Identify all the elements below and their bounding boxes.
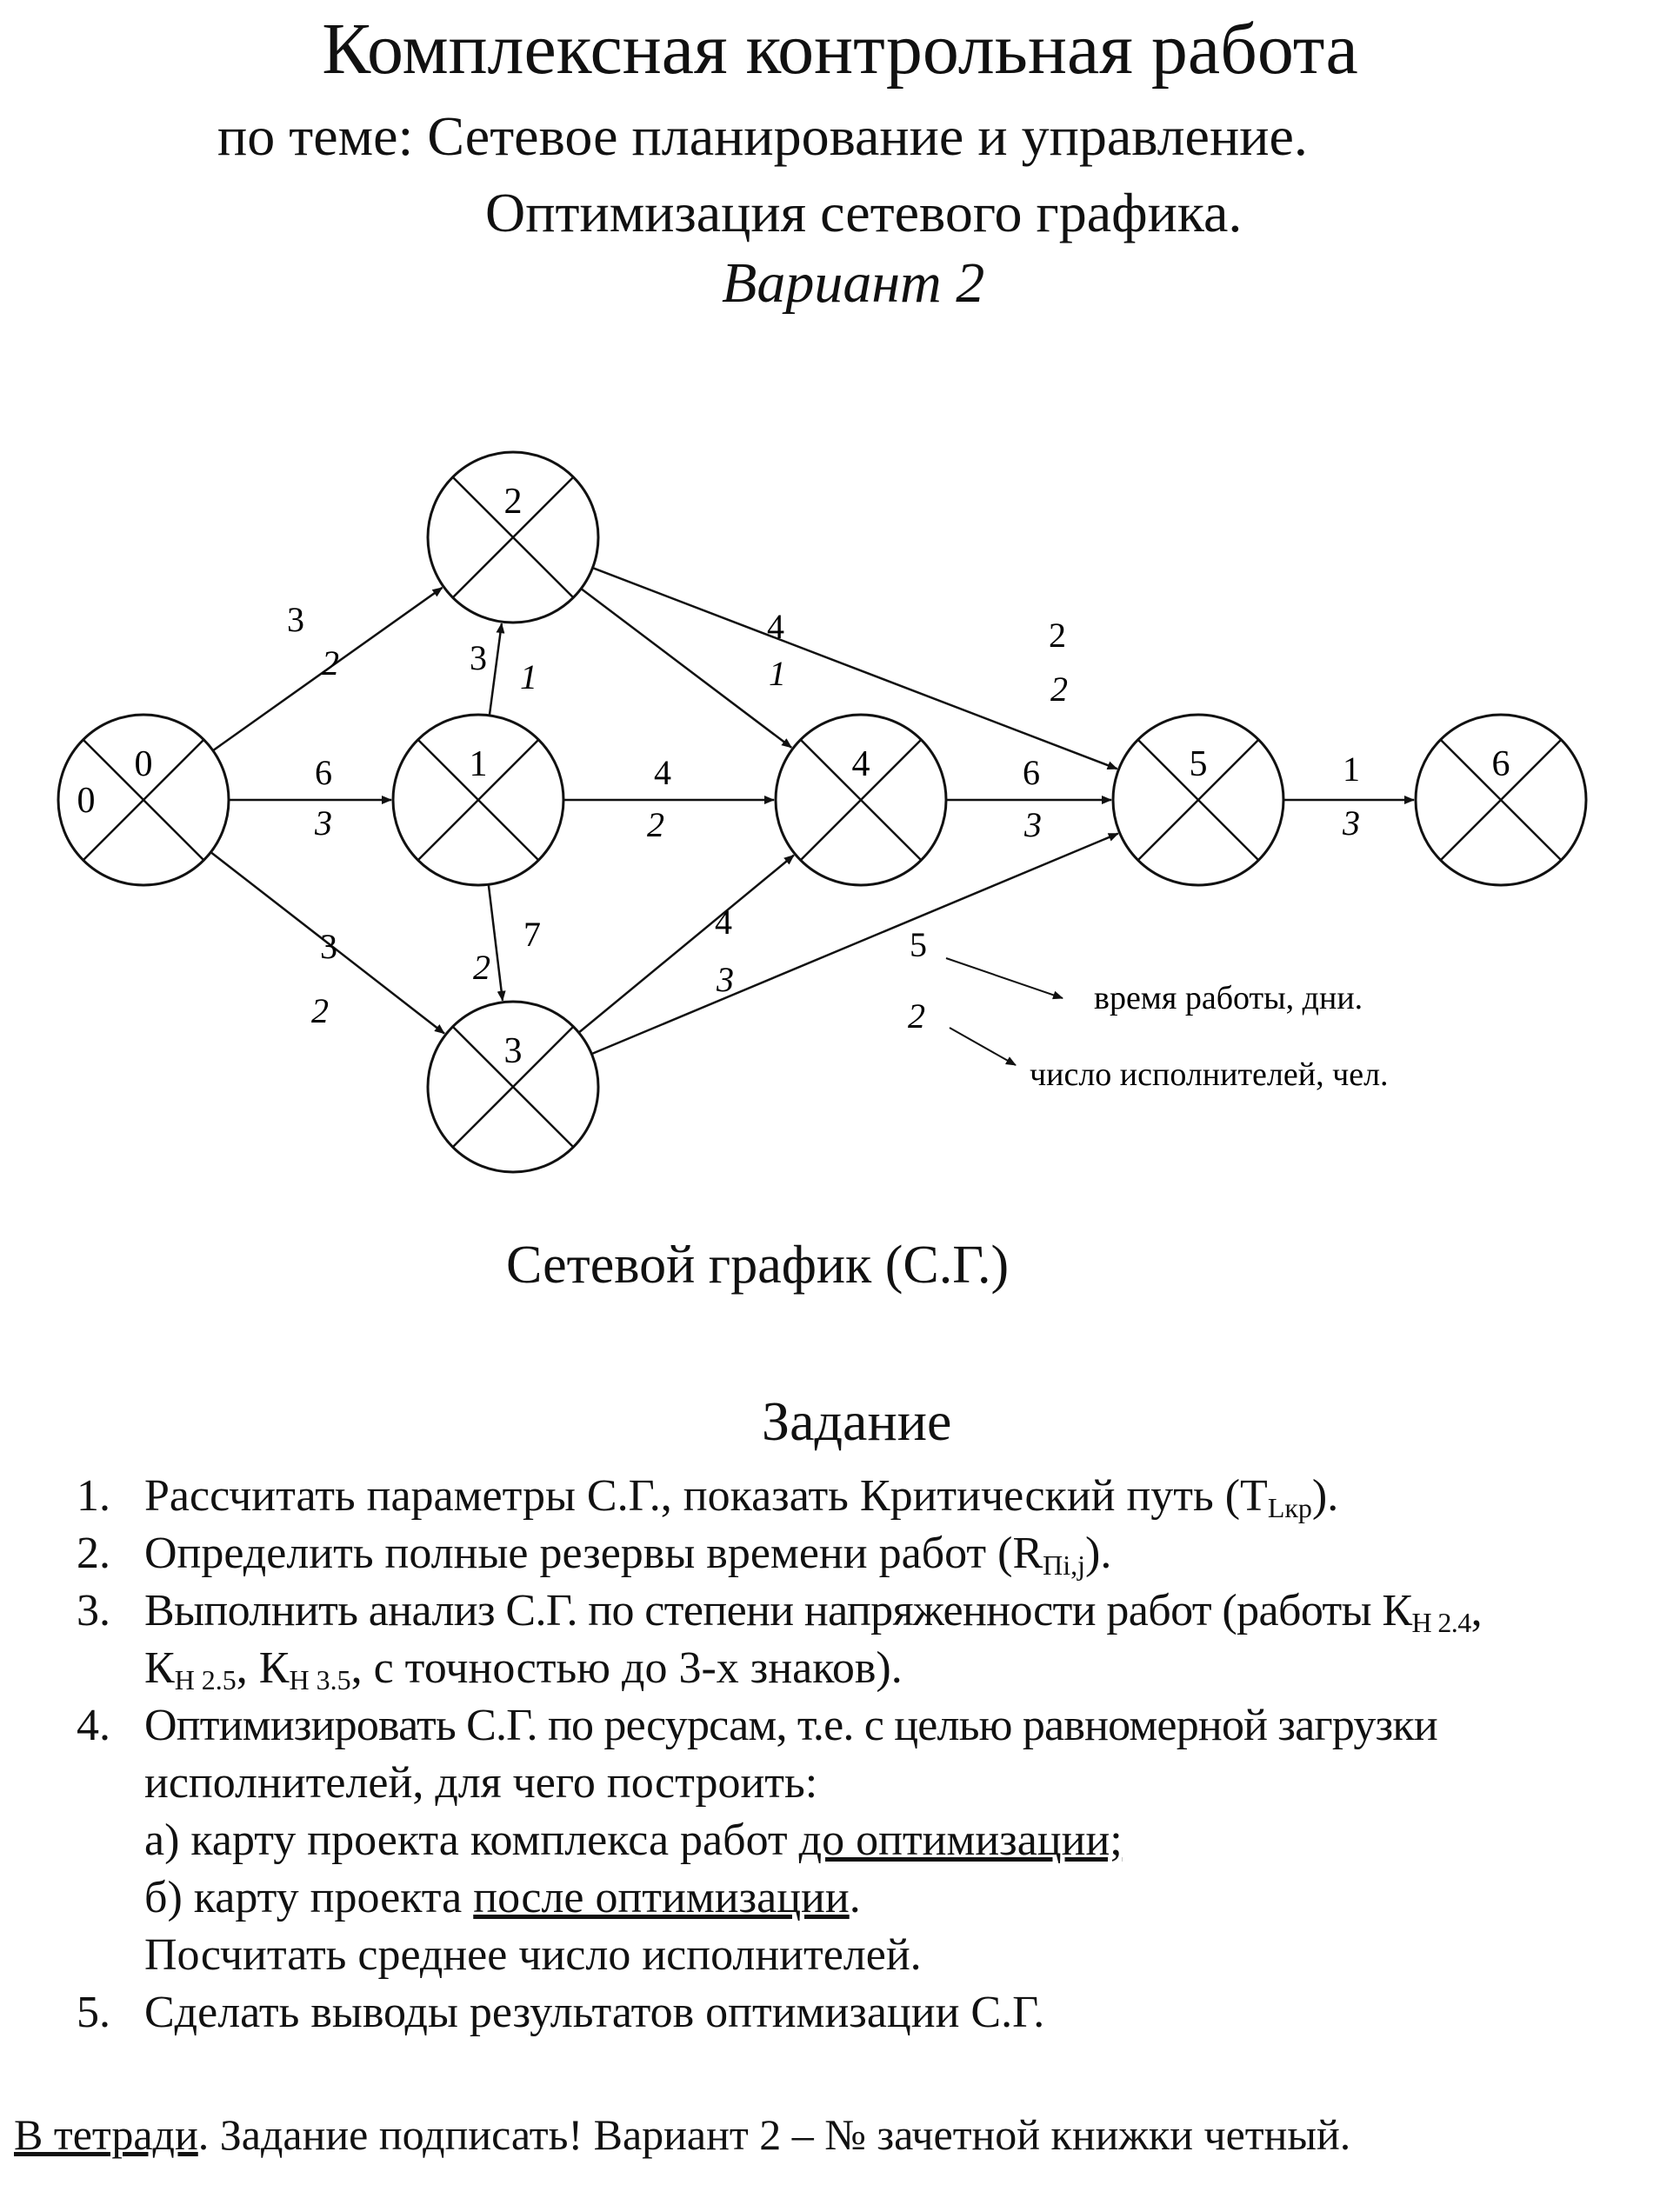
edge-workers-label: 3 <box>314 803 332 843</box>
task-item-2-text: Определить полные резервы времени работ … <box>144 1529 1112 1581</box>
legend-workers: число исполнителей, чел. <box>1030 1056 1389 1093</box>
legend-layer: время работы, дни. число исполнителей, ч… <box>945 957 1389 1093</box>
node-cross-line <box>82 738 205 862</box>
node-cross-line <box>451 476 575 599</box>
edges-layer <box>210 566 1415 1056</box>
node-cross-line <box>1137 738 1260 862</box>
item-number: 2. <box>77 1529 110 1578</box>
document-title: Комплексная контрольная работа <box>322 9 1358 90</box>
edge-0-2 <box>212 586 443 752</box>
edge-1-2 <box>488 623 505 716</box>
document-topic-line2: Оптимизация сетевого графика. <box>485 182 1243 243</box>
graph-caption: Сетевой график (С.Г.) <box>506 1236 1010 1295</box>
node-cross-line <box>417 738 540 862</box>
underlined-after-optimization: после оптимизации <box>473 1873 850 1922</box>
legend-time: время работы, дни. <box>1094 980 1363 1016</box>
edge-workers-label: 1 <box>769 654 786 693</box>
node-cross-line <box>1439 738 1563 862</box>
node-0: 00 <box>57 713 230 887</box>
edge-workers-label: 3 <box>1342 803 1360 843</box>
node-number: 2 <box>504 482 523 522</box>
task-item-5: 5. <box>77 1984 110 2042</box>
task-item-3: 3. <box>77 1582 110 1640</box>
task-item-4a: а) карту проекта комплекса работ до опти… <box>144 1815 1123 1865</box>
item-number: 3. <box>77 1586 110 1635</box>
node-number: 5 <box>1190 744 1208 784</box>
task-item-1: 1. <box>77 1468 110 1525</box>
edge-duration-label: 3 <box>287 600 304 639</box>
node-early-time: 0 <box>77 781 96 821</box>
node-3: 3 <box>426 1000 600 1174</box>
node-5: 5 <box>1111 713 1285 887</box>
task-item-4-text: Оптимизировать С.Г. по ресурсам, т.е. с … <box>144 1701 1438 1750</box>
legend-workers-pointer <box>949 1027 1017 1066</box>
task-item-3-text: Выполнить анализ С.Г. по степени напряже… <box>144 1586 1483 1638</box>
edge-duration-label: 1 <box>1343 749 1360 789</box>
task-item-4-average: Посчитать среднее число исполнителей. <box>144 1930 922 1980</box>
task-item-1-text: Рассчитать параметры С.Г., показать Крит… <box>144 1471 1339 1523</box>
legend-time-pointer <box>945 957 1063 1000</box>
edge-duration-label: 7 <box>523 915 541 954</box>
edge-2-5 <box>592 566 1118 770</box>
node-number: 0 <box>135 744 153 784</box>
node-number: 6 <box>1492 744 1510 784</box>
node-cross-line <box>451 1025 575 1149</box>
document-topic: по теме: Сетевое планирование и управлен… <box>217 105 1308 167</box>
node-number: 3 <box>504 1031 523 1071</box>
item-number: 4. <box>77 1701 110 1750</box>
task-item-2: 2. <box>77 1525 110 1582</box>
task-item-4-line2: исполнителей, для чего построить: <box>144 1758 818 1808</box>
edge-duration-label: 5 <box>910 925 927 964</box>
task-heading: Задание <box>762 1390 952 1452</box>
node-2: 2 <box>426 450 600 624</box>
item-number: 5. <box>77 1988 110 2037</box>
task-item-3-line2: КН 2.5, КН 3.5, с точностью до 3-х знако… <box>144 1643 903 1695</box>
edge-duration-label: 3 <box>470 638 487 677</box>
edge-duration-label: 4 <box>767 607 784 646</box>
edge-3-4 <box>577 854 795 1034</box>
node-6: 6 <box>1414 713 1588 887</box>
edge-duration-label: 3 <box>320 927 337 966</box>
underlined-before-optimization: до оптимизации; <box>798 1815 1123 1865</box>
footer-note: В тетради. Задание подписать! Вариант 2 … <box>14 2110 1351 2159</box>
task-item-5-text: Сделать выводы результатов оптимизации С… <box>144 1988 1045 2037</box>
task-item-4: 4. <box>77 1697 110 1755</box>
edge-0-3 <box>210 851 445 1035</box>
edge-3-5 <box>590 832 1119 1056</box>
edge-workers-label: 2 <box>1050 669 1068 709</box>
edge-workers-label: 2 <box>908 996 925 1036</box>
task-item-4b: б) карту проекта после оптимизации. <box>144 1873 861 1922</box>
edge-workers-label: 2 <box>322 643 339 683</box>
edge-workers-label: 1 <box>520 657 537 696</box>
edge-duration-label: 6 <box>315 753 332 792</box>
footer-underlined: В тетради <box>14 2110 198 2159</box>
edge-workers-label: 3 <box>716 960 734 999</box>
edge-duration-label: 4 <box>715 903 732 942</box>
node-cross-line <box>799 738 923 862</box>
edge-workers-label: 2 <box>647 805 664 844</box>
node-number: 1 <box>470 744 488 784</box>
edge-workers-label: 3 <box>1023 805 1042 844</box>
node-1: 1 <box>391 713 565 887</box>
edge-2-4 <box>580 588 792 749</box>
edge-duration-label: 4 <box>654 753 671 792</box>
edge-workers-label: 2 <box>473 948 490 987</box>
edge-duration-label: 6 <box>1023 753 1040 792</box>
edge-duration-label: 2 <box>1049 616 1066 655</box>
item-number: 1. <box>77 1471 110 1521</box>
variant-label: Вариант 2 <box>722 251 985 315</box>
node-number: 4 <box>852 744 870 784</box>
edge-workers-label: 2 <box>311 991 329 1030</box>
edge-1-3 <box>487 884 506 1002</box>
node-4: 4 <box>774 713 948 887</box>
